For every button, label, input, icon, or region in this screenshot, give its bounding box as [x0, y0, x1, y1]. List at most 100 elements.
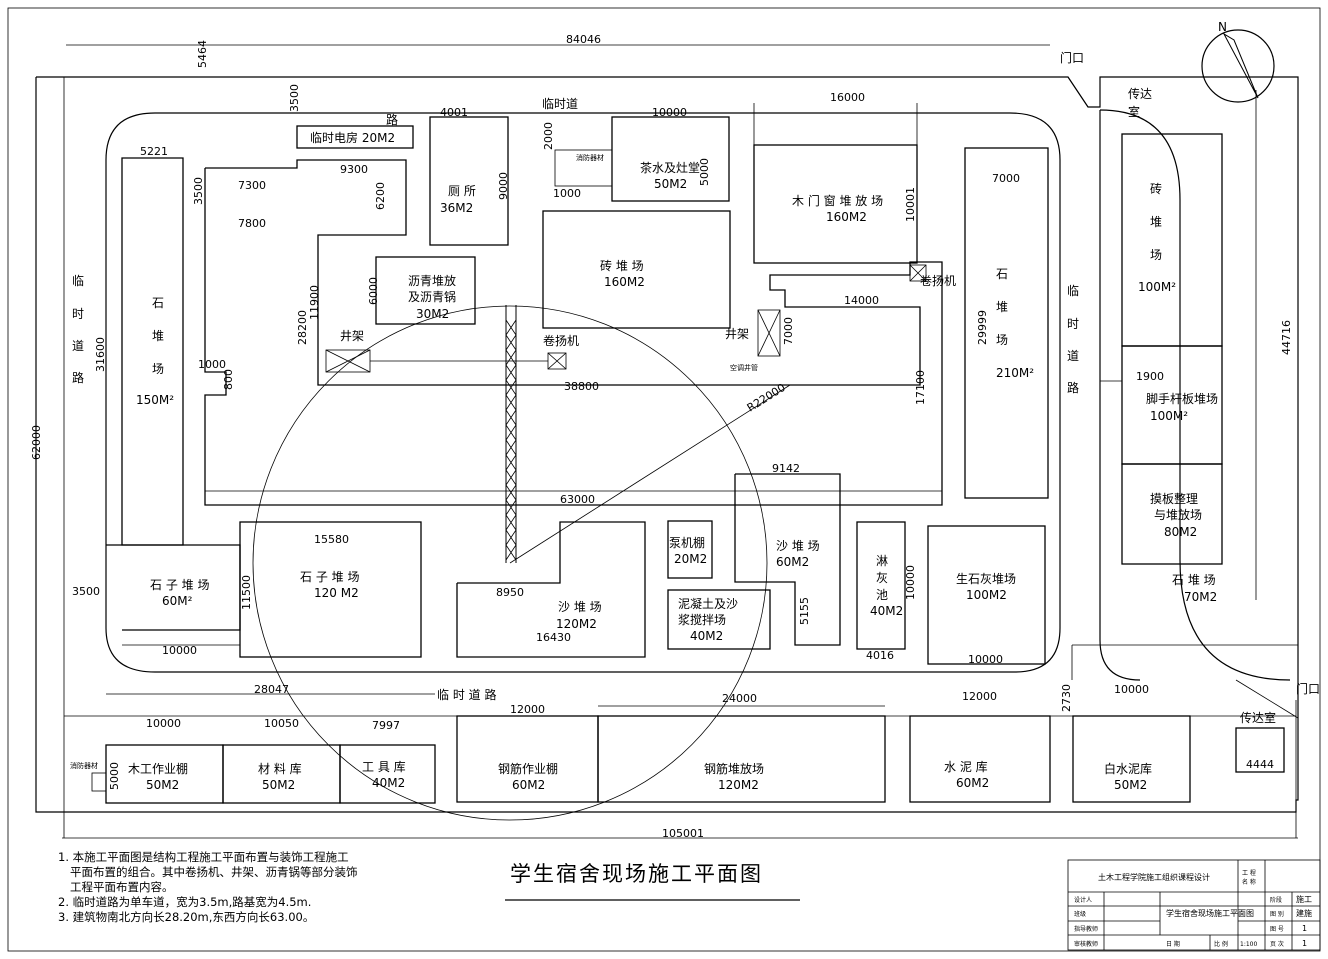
label-formwork: 摸板整理 — [1150, 491, 1198, 506]
title-block-instructor: 指导教师 — [1074, 925, 1098, 933]
area-rebar-yard — [597, 715, 886, 803]
label-carpentry: 木工作业棚 — [128, 761, 188, 776]
label-sand-small-area: 60M2 — [776, 555, 809, 569]
area-quicklime-yard — [927, 525, 1046, 665]
label-lime: 淋 — [876, 554, 888, 568]
label-gravel-small: 石 子 堆 场 — [150, 578, 209, 592]
title-block-no-value: 1 — [1302, 924, 1307, 933]
dim-12000a: 12000 — [510, 703, 545, 716]
dim-4001: 4001 — [440, 106, 468, 119]
note-line: 工程平面布置内容。 — [70, 880, 174, 894]
dim-2730: 2730 — [1060, 684, 1073, 712]
dim-4016: 4016 — [866, 649, 894, 662]
area-stone-yard-left — [121, 157, 184, 546]
dim-15580: 15580 — [314, 533, 349, 546]
label-fire-equipment-2: 消防器材 — [70, 761, 98, 770]
winch-right — [909, 264, 927, 282]
label-tea: 茶水及灶堂 — [640, 160, 700, 175]
label-winch-center: 卷扬机 — [543, 333, 579, 348]
dim-800: 800 — [222, 369, 235, 390]
label-rebar-shed-area: 60M2 — [512, 778, 545, 792]
area-brick-yard-center — [542, 210, 731, 329]
dim-3500b: 3500 — [192, 177, 205, 205]
label-frame-right: 井架 — [725, 327, 749, 341]
title-block-stage-label: 阶段 — [1270, 896, 1282, 904]
label-gravel-big-area: 120 M2 — [314, 586, 359, 600]
drawing-title: 学生宿舍现场施工平面图 — [510, 862, 763, 886]
dim-17100: 17100 — [914, 370, 927, 405]
dim-5000b: 5000 — [108, 762, 121, 790]
road-label-top-frag: 路 — [386, 112, 398, 127]
label-formwork-area: 80M2 — [1164, 525, 1197, 539]
title-block-no-label: 图 号 — [1270, 926, 1284, 933]
label-wood-door-area: 160M2 — [826, 210, 867, 224]
dim-5155: 5155 — [798, 597, 811, 625]
tower-crane: R22000 — [252, 305, 791, 821]
title-block-page-value: 1 — [1302, 939, 1307, 948]
note-line: 平面布置的组合。其中卷扬机、井架、沥青锅等部分装饰 — [70, 865, 358, 879]
area-tool-store — [339, 744, 436, 804]
svg-text:临: 临 — [1067, 284, 1079, 298]
label-toilet-area: 36M2 — [440, 201, 473, 215]
dim-24000: 24000 — [722, 692, 757, 705]
dim-84046: 84046 — [566, 33, 601, 46]
label-carpentry-area: 50M2 — [146, 778, 179, 792]
dim-44716: 44716 — [1280, 320, 1293, 355]
title-block-date-label: 日 期 — [1166, 940, 1180, 948]
dim-9300: 9300 — [340, 163, 368, 176]
dim-29999: 29999 — [976, 310, 989, 345]
label-mixer: 泥凝土及沙 — [678, 596, 738, 611]
svg-text:时: 时 — [72, 307, 84, 321]
label-tea-area: 50M2 — [654, 177, 687, 191]
label-gravel-small-area: 60M² — [162, 594, 193, 608]
dim-10000a: 10000 — [652, 106, 687, 119]
area-fire-equipment — [554, 149, 613, 187]
dim-16430: 16430 — [536, 631, 571, 644]
svg-text:时: 时 — [1067, 317, 1079, 331]
title-block-scale-label: 比 例 — [1214, 940, 1228, 948]
title-block-project-label: 工 程 — [1242, 869, 1256, 877]
dim-7000b: 7000 — [782, 317, 795, 345]
dim-16000: 16000 — [830, 91, 865, 104]
dim-2000: 2000 — [542, 122, 555, 150]
dim-11900: 11900 — [308, 285, 321, 320]
label-sand-big: 沙 堆 场 — [558, 600, 602, 614]
dim-12000b: 12000 — [962, 690, 997, 703]
area-guard-room-bottom — [1235, 727, 1285, 773]
dim-10001: 10001 — [904, 187, 917, 222]
label-scaffold: 脚手杆板堆场 — [1146, 391, 1218, 406]
label-formwork-2: 与堆放场 — [1154, 507, 1202, 522]
dim-6000: 6000 — [367, 277, 380, 305]
dim-10000d: 10000 — [968, 653, 1003, 666]
label-sand-big-area: 120M2 — [556, 617, 597, 631]
area-wood-door-yard — [753, 144, 918, 264]
label-brick-right-2: 堆 — [1150, 215, 1162, 229]
label-material: 材 料 库 — [258, 761, 302, 776]
label-quicklime: 生石灰堆场 — [956, 572, 1016, 586]
label-brick-right-3: 场 — [1150, 248, 1162, 262]
road-label-bottom: 临 时 道 路 — [437, 687, 496, 702]
title-block-designer: 设计人 — [1074, 896, 1092, 904]
label-stone-right-3: 场 — [996, 333, 1008, 347]
dim-3500c: 3500 — [72, 585, 100, 598]
label-stone-left-area: 150M² — [136, 393, 174, 407]
dim-38800: 38800 — [564, 380, 599, 393]
label-tool: 工 具 库 — [362, 759, 406, 774]
dim-7000a: 7000 — [992, 172, 1020, 185]
label-stone-right-2: 堆 — [996, 300, 1008, 314]
label-wood-door: 木 门 窗 堆 放 场 — [792, 193, 883, 208]
dim-8950: 8950 — [496, 586, 524, 599]
svg-text:道: 道 — [1067, 349, 1079, 363]
label-cement-area: 60M2 — [956, 776, 989, 790]
dim-5000a: 5000 — [698, 158, 711, 186]
dim-7300: 7300 — [238, 179, 266, 192]
dim-28200: 28200 — [296, 310, 309, 345]
label-stone-far-right-area: 70M2 — [1184, 590, 1217, 604]
label-sand-small: 沙 堆 场 — [776, 539, 820, 553]
label-tool-area: 40M2 — [372, 776, 405, 790]
label-asphalt-area: 30M2 — [416, 307, 449, 321]
label-white-cement-area: 50M2 — [1114, 778, 1147, 792]
svg-text:路: 路 — [1067, 380, 1079, 395]
title-block-type-label: 图 别 — [1270, 910, 1284, 918]
title-block-type-value: 建施 — [1296, 908, 1312, 918]
